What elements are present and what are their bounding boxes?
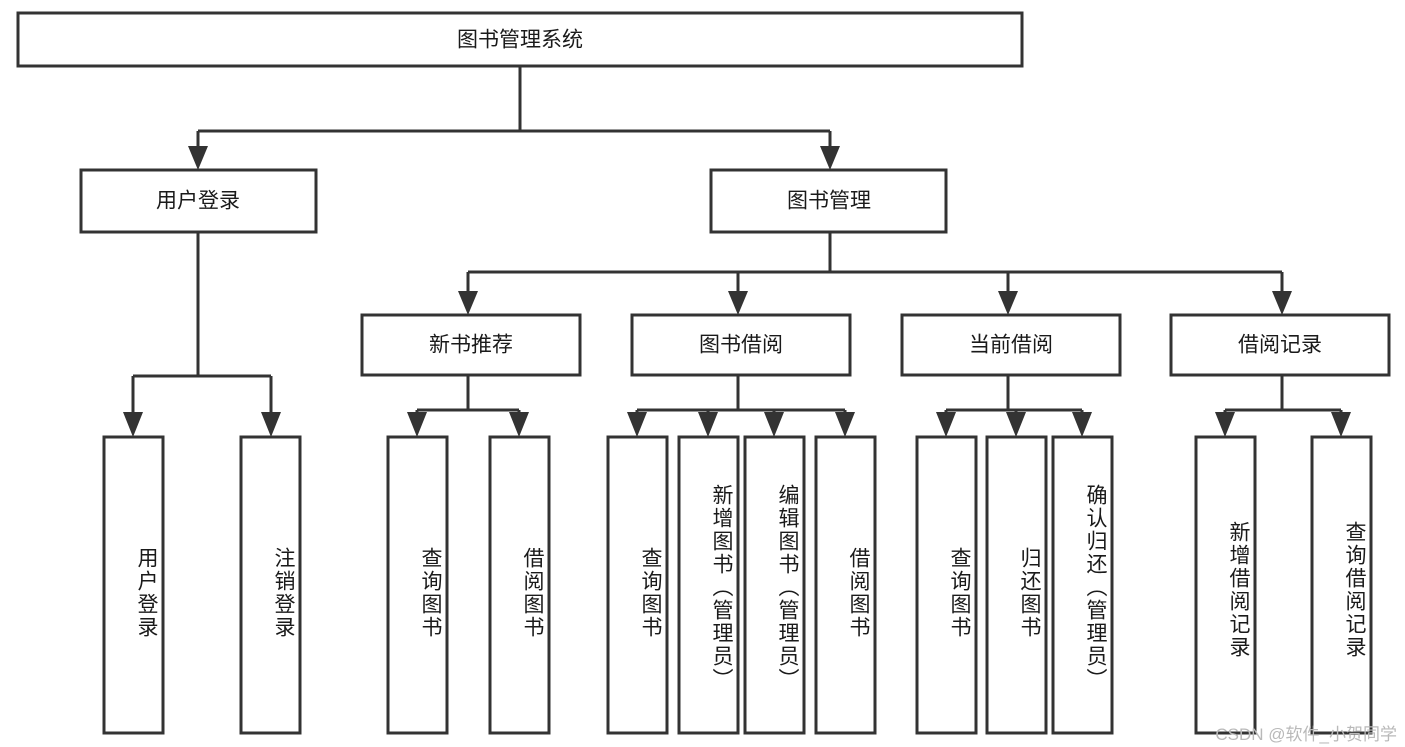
arrow-head-leaf-bb-2 [698, 412, 718, 437]
leaf-node-book-borrow-3[interactable]: 编辑图书（管理员） [743, 435, 806, 735]
leaf-node-current-borrow-2[interactable]: 归还图书 [985, 435, 1048, 735]
leaf-node-book-borrow-1[interactable]: 查询图书 [606, 435, 669, 735]
node-current-borrow-box[interactable] [900, 313, 1122, 377]
node-book-manage[interactable]: 图书管理 [709, 168, 948, 234]
node-user-login[interactable]: 用户登录 [79, 168, 318, 234]
leaf-node-new-book-recommend-1[interactable]: 查询图书 [386, 435, 449, 735]
arrow-head-leaf-nbr-2 [509, 412, 529, 437]
edge-group-borrow-record [1215, 375, 1351, 437]
node-book-borrow[interactable]: 图书借阅 [630, 313, 852, 377]
edge-group-new-book-recommend [407, 375, 529, 437]
node-current-borrow-label: 当前借阅 [969, 334, 1053, 357]
edge-group-root [188, 66, 840, 170]
node-root-label: 图书管理系统 [457, 29, 583, 52]
leaf-node-user-login-1[interactable]: 用户登录 [102, 435, 165, 735]
edge-group-user-login [123, 232, 281, 437]
leaf-box[interactable] [743, 435, 806, 735]
leaf-node-book-borrow-2[interactable]: 新增图书（管理员） [677, 435, 740, 735]
leaf-box[interactable] [488, 435, 551, 735]
node-user-login-box[interactable] [79, 168, 318, 234]
edge-group-book-borrow [627, 375, 855, 437]
node-root-box[interactable] [16, 11, 1024, 68]
node-borrow-record-label: 借阅记录 [1238, 334, 1322, 357]
leaf-node-current-borrow-3[interactable]: 确认归还（管理员） [1051, 435, 1114, 735]
leaf-label: 借阅图书 [847, 547, 870, 639]
arrow-head-book-manage [820, 146, 840, 170]
leaf-node-book-borrow-4[interactable]: 借阅图书 [814, 435, 877, 735]
leaf-label: 查询借阅记录 [1343, 521, 1366, 659]
arrow-head-leaf-bb-1 [627, 412, 647, 437]
node-book-borrow-label: 图书借阅 [699, 334, 783, 357]
arrow-head-leaf-user-login-1 [123, 412, 143, 437]
arrow-head-leaf-cb-2 [1006, 412, 1026, 437]
leaf-label: 查询图书 [419, 547, 442, 639]
leaf-label: 用户登录 [135, 547, 158, 639]
node-book-manage-label: 图书管理 [787, 190, 871, 213]
leaf-node-borrow-record-1[interactable]: 新增借阅记录 [1194, 435, 1257, 735]
arrow-head-book-borrow [728, 291, 748, 315]
arrow-head-leaf-cb-3 [1072, 412, 1092, 437]
leaf-label: 借阅图书 [521, 547, 544, 639]
leaf-label: 查询图书 [948, 547, 971, 639]
leaf-box[interactable] [1051, 435, 1114, 735]
node-current-borrow[interactable]: 当前借阅 [900, 313, 1122, 377]
leaf-label: 确认归还（管理员） [1084, 483, 1107, 691]
arrow-head-leaf-br-2 [1331, 412, 1351, 437]
edge-group-book-manage [458, 232, 1292, 315]
arrow-head-leaf-nbr-1 [407, 412, 427, 437]
node-book-borrow-box[interactable] [630, 313, 852, 377]
arrow-head-current-borrow [998, 291, 1018, 315]
node-new-book-recommend-box[interactable] [360, 313, 582, 377]
edge-group-current-borrow [936, 375, 1092, 437]
leaf-box[interactable] [1194, 435, 1257, 735]
leaf-node-new-book-recommend-2[interactable]: 借阅图书 [488, 435, 551, 735]
node-new-book-recommend[interactable]: 新书推荐 [360, 313, 582, 377]
arrow-head-leaf-user-login-2 [261, 412, 281, 437]
arrow-head-leaf-bb-3 [764, 412, 784, 437]
leaf-box[interactable] [386, 435, 449, 735]
arrow-head-leaf-cb-1 [936, 412, 956, 437]
leaf-box[interactable] [1310, 435, 1373, 735]
leaf-node-borrow-record-2[interactable]: 查询借阅记录 [1310, 435, 1373, 735]
leaf-label: 编辑图书（管理员） [776, 483, 799, 691]
leaf-box[interactable] [814, 435, 877, 735]
node-borrow-record[interactable]: 借阅记录 [1169, 313, 1391, 377]
leaf-label: 新增借阅记录 [1227, 521, 1250, 659]
arrow-head-leaf-bb-4 [835, 412, 855, 437]
node-book-manage-box[interactable] [709, 168, 948, 234]
arrow-head-new-book-recommend [458, 291, 478, 315]
leaf-label: 注销登录 [272, 547, 295, 639]
node-borrow-record-box[interactable] [1169, 313, 1391, 377]
leaf-box[interactable] [677, 435, 740, 735]
node-user-login-label: 用户登录 [156, 190, 240, 213]
leaf-node-user-login-2[interactable]: 注销登录 [239, 435, 302, 735]
watermark: CSDN @软件_小贺同学 [1215, 725, 1397, 744]
leaf-box[interactable] [985, 435, 1048, 735]
leaf-node-current-borrow-1[interactable]: 查询图书 [915, 435, 978, 735]
leaf-label: 查询图书 [639, 547, 662, 639]
leaf-box[interactable] [102, 435, 165, 735]
node-root[interactable]: 图书管理系统 [16, 11, 1024, 68]
leaf-box[interactable] [239, 435, 302, 735]
leaf-box[interactable] [915, 435, 978, 735]
arrow-head-user-login [188, 146, 208, 170]
leaf-label: 新增图书（管理员） [710, 483, 733, 691]
arrow-head-leaf-br-1 [1215, 412, 1235, 437]
leaf-box[interactable] [606, 435, 669, 735]
arrow-head-borrow-record [1272, 291, 1292, 315]
leaf-label: 归还图书 [1018, 547, 1041, 639]
node-new-book-recommend-label: 新书推荐 [429, 334, 513, 357]
